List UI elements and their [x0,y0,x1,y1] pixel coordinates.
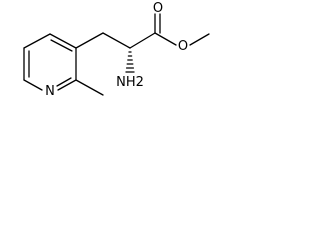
ester-single-bond [154,32,177,46]
ring-bond-c5-c4 [23,33,51,49]
stereo-hashed-bond [125,51,135,73]
amine-label: NH2 [116,75,144,90]
pyridine-ring [23,33,77,91]
ring-bond-c4-c3 [49,33,77,49]
ring-double-bond-c2-n [56,77,72,87]
ring-double-bond-c4-c3 [50,39,73,52]
ring-bond-c2-n [57,79,77,91]
ether-oxygen-label: O [178,39,188,54]
ring-bond-n-c6 [23,79,43,91]
ring-nitrogen-label: N [45,84,55,99]
methoxy-bond [189,33,210,46]
bond-ch2-to-alpha-carbon [102,32,131,49]
chemical-structure: N O O NH2 [23,1,210,99]
bond-alpha-to-ester-carbon [129,32,156,49]
methyl-bond [75,79,104,96]
bond-ring-to-ch2 [75,32,104,49]
carbonyl-oxygen-label: O [153,1,163,16]
